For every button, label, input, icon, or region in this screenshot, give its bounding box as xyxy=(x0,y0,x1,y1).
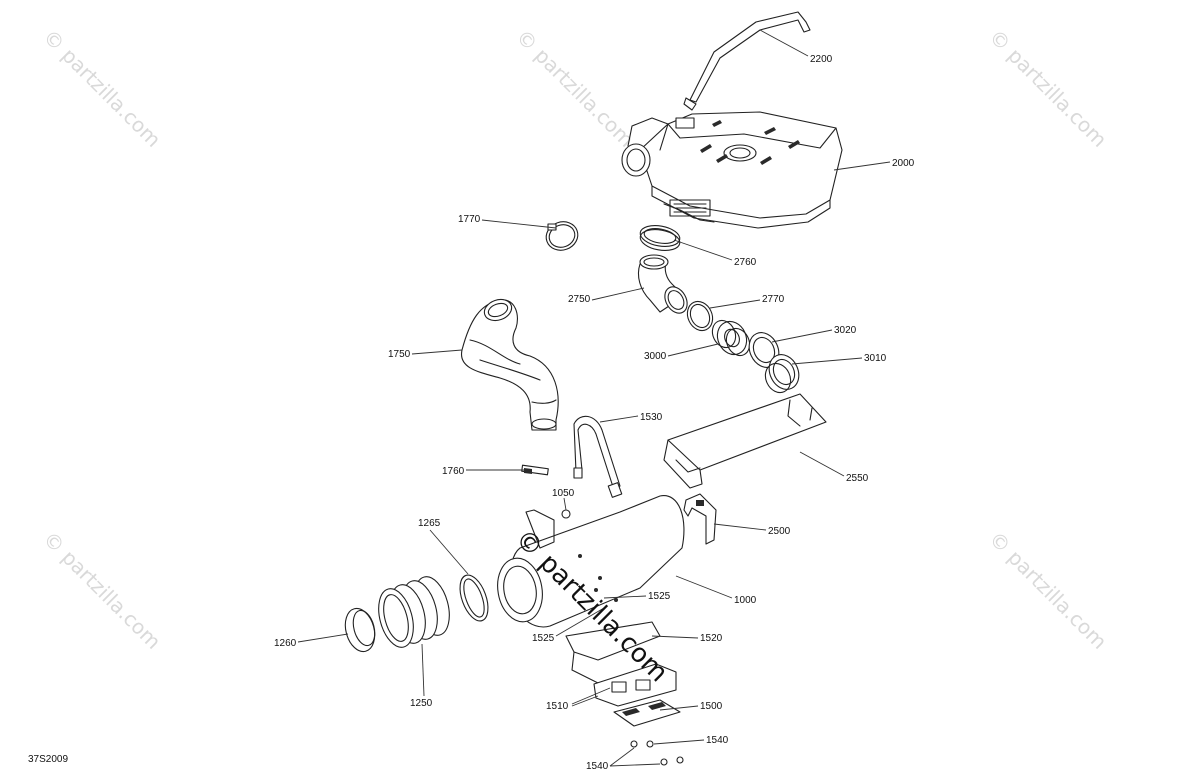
watermark-top-right: © partzilla.com xyxy=(984,25,1111,152)
part-1050-nut[interactable] xyxy=(561,509,571,519)
part-2770-clamp[interactable] xyxy=(683,297,717,334)
callout-1540-lower[interactable]: 1540 xyxy=(586,761,609,772)
part-2000-airbox[interactable] xyxy=(621,111,843,229)
part-1750-intake-tube[interactable] xyxy=(461,296,559,431)
callout-2550[interactable]: 2550 xyxy=(846,473,869,484)
part-1500-screen[interactable] xyxy=(613,699,681,727)
callout-labels: 2200 2000 1770 2760 2750 2770 3020 3000 … xyxy=(274,54,915,772)
part-1250-bellows[interactable] xyxy=(373,573,455,651)
part-2500-bracket[interactable] xyxy=(683,493,717,545)
watermark-bottom-right: © partzilla.com xyxy=(984,527,1111,654)
callout-2200[interactable]: 2200 xyxy=(810,54,833,65)
callout-1000[interactable]: 1000 xyxy=(734,595,757,606)
part-3000-coupler[interactable] xyxy=(708,317,754,360)
callout-2770[interactable]: 2770 xyxy=(762,294,785,305)
part-2550-heat-shield[interactable] xyxy=(663,393,827,489)
callout-1500[interactable]: 1500 xyxy=(700,701,723,712)
callout-1265[interactable]: 1265 xyxy=(418,518,441,529)
callout-1530[interactable]: 1530 xyxy=(640,412,663,423)
callout-3010[interactable]: 3010 xyxy=(864,353,887,364)
part-2750-elbow[interactable] xyxy=(637,254,691,317)
watermark-top-center: © partzilla.com xyxy=(511,25,638,152)
part-1760-bolt[interactable] xyxy=(521,464,549,476)
part-1770-clamp[interactable] xyxy=(542,217,582,254)
callout-2760[interactable]: 2760 xyxy=(734,257,757,268)
part-3010-fitting[interactable] xyxy=(761,350,805,397)
part-1530-strap[interactable] xyxy=(573,415,623,498)
part-1540-screws[interactable] xyxy=(630,740,684,766)
callout-2000[interactable]: 2000 xyxy=(892,158,915,169)
callout-1510[interactable]: 1510 xyxy=(546,701,569,712)
part-1520-lower-shield[interactable] xyxy=(565,621,661,685)
callout-3020[interactable]: 3020 xyxy=(834,325,857,336)
part-1000-muffler[interactable] xyxy=(493,495,685,628)
part-2200-strap[interactable] xyxy=(683,11,811,111)
callout-1525-lower[interactable]: 1525 xyxy=(532,633,555,644)
leader-lines xyxy=(297,29,891,767)
part-2760-clamp[interactable] xyxy=(639,223,682,254)
callout-1760[interactable]: 1760 xyxy=(442,466,465,477)
part-1265-clamp[interactable] xyxy=(455,571,494,624)
watermark-top-left: © partzilla.com xyxy=(38,25,165,152)
callout-1260[interactable]: 1260 xyxy=(274,638,297,649)
callout-1525-upper[interactable]: 1525 xyxy=(648,591,671,602)
callout-3000[interactable]: 3000 xyxy=(644,351,667,362)
callout-1750[interactable]: 1750 xyxy=(388,349,411,360)
callout-2500[interactable]: 2500 xyxy=(768,526,791,537)
part-1260-end-cap[interactable] xyxy=(341,605,379,655)
callout-1520[interactable]: 1520 xyxy=(700,633,723,644)
part-1510-skid-plate[interactable] xyxy=(593,663,677,707)
watermark-bottom-left: © partzilla.com xyxy=(38,527,165,654)
drawing-number: 37S2009 xyxy=(28,754,68,765)
callout-2750[interactable]: 2750 xyxy=(568,294,591,305)
callout-1050[interactable]: 1050 xyxy=(552,488,575,499)
callout-1540-upper[interactable]: 1540 xyxy=(706,735,729,746)
callout-1770[interactable]: 1770 xyxy=(458,214,481,225)
callout-1250[interactable]: 1250 xyxy=(410,698,433,709)
